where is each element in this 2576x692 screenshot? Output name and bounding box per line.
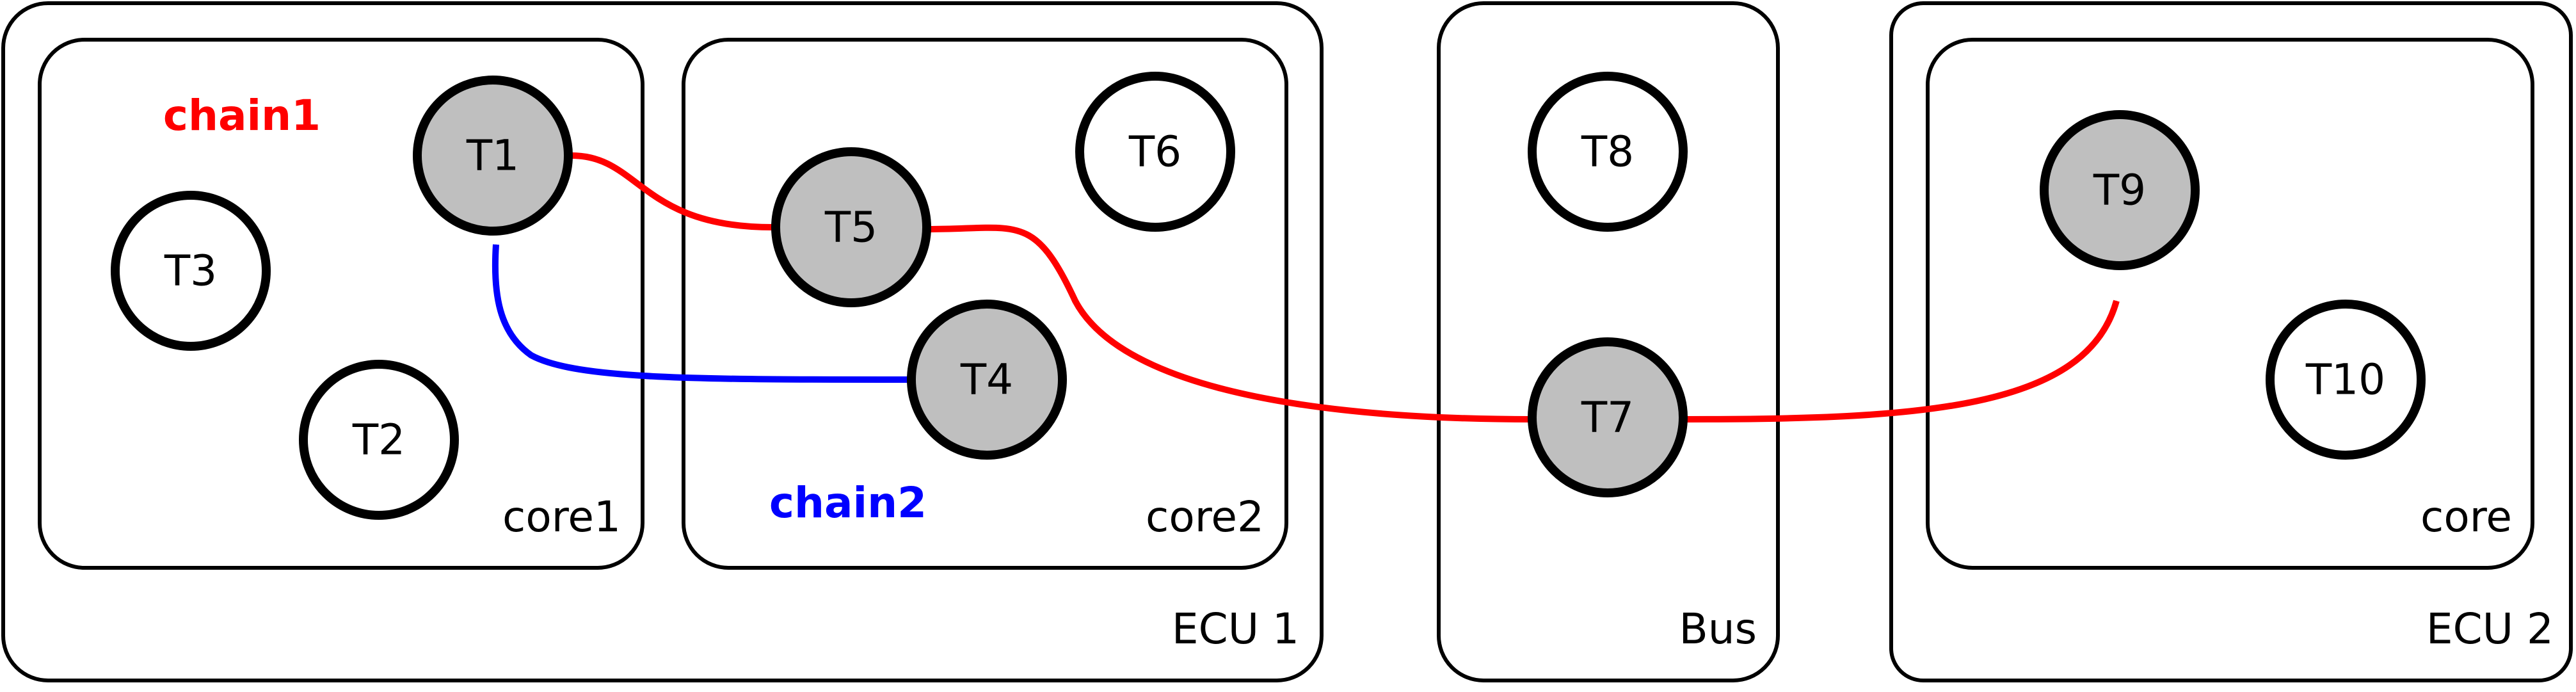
task-t1-label: T1 (466, 131, 519, 181)
task-t10-label: T10 (2305, 355, 2385, 405)
task-t10: T10 (2266, 300, 2426, 460)
core1-box: core1 (38, 38, 644, 570)
task-t7-label: T7 (1581, 393, 1634, 442)
chain1-edge-t5-t7 (927, 224, 1533, 422)
task-t2-label: T2 (352, 415, 405, 465)
core2-label: core2 (1146, 492, 1264, 542)
chain1-edge-t7-t9 (1684, 300, 2120, 422)
chain2-label: chain2 (769, 478, 927, 527)
task-t4-label: T4 (960, 355, 1013, 405)
task-t1: T1 (413, 76, 573, 236)
chain1-label: chain1 (163, 91, 321, 140)
ecu2-label: ECU 2 (2426, 604, 2554, 654)
task-t5: T5 (771, 147, 931, 307)
task-t4: T4 (907, 300, 1067, 460)
task-t6: T6 (1075, 72, 1235, 232)
chain2-edge-t4-t1 (492, 244, 911, 383)
core2-box: core2 (682, 38, 1288, 570)
task-t3-label: T3 (164, 246, 217, 296)
chain1-edge-t1-t5 (571, 152, 773, 230)
ecu2-box: ECU 2 (1889, 1, 2573, 682)
bus-box: Bus (1437, 1, 1780, 682)
task-t9: T9 (2040, 110, 2200, 270)
task-t5-label: T5 (824, 203, 877, 252)
ecu1-box: ECU 1 (1, 1, 1324, 682)
task-t2: T2 (299, 360, 459, 520)
task-t6-label: T6 (1128, 127, 1181, 177)
task-t8-label: T8 (1581, 127, 1634, 177)
ecu1-label: ECU 1 (1172, 604, 1299, 654)
bus-label: Bus (1679, 604, 1757, 654)
task-t8: T8 (1528, 72, 1688, 232)
core-label: core (2420, 492, 2512, 542)
core-box: core (1926, 38, 2534, 570)
task-t9-label: T9 (2093, 166, 2146, 215)
task-t7: T7 (1528, 337, 1688, 497)
task-t3: T3 (111, 191, 271, 351)
core1-label: core1 (502, 492, 621, 542)
